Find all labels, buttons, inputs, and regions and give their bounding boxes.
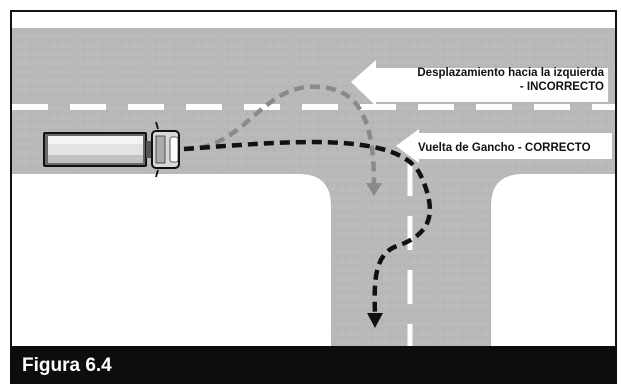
incorrect-arrowhead: [366, 183, 382, 196]
correct-label: Vuelta de Gancho - CORRECTO: [418, 142, 591, 154]
truck-icon: [43, 121, 180, 178]
figure-caption: Figura 6.4: [22, 355, 112, 376]
incorrect-path: [183, 84, 377, 187]
incorrect-label-arrow: [351, 60, 608, 106]
correct-path: [183, 139, 433, 315]
caption-bar: Figura 6.4: [10, 346, 617, 384]
correct-label-arrow: [396, 129, 612, 163]
diagram-frame: Desplazamiento hacia la izquierda - INCO…: [10, 10, 617, 346]
incorrect-label: Desplazamiento hacia la izquierda - INCO…: [388, 66, 604, 94]
correct-arrowhead: [367, 313, 383, 328]
road-diagram: [12, 28, 615, 346]
incorrect-label-line2: - INCORRECTO: [519, 81, 604, 93]
incorrect-label-line1: Desplazamiento hacia la izquierda: [417, 67, 604, 79]
